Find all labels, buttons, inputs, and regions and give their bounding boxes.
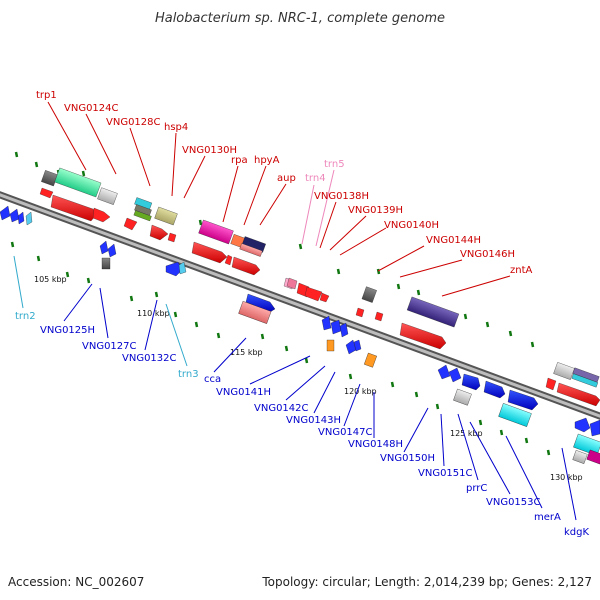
gene-label-trp1: trp1 <box>36 90 57 101</box>
gene-label-trn4: trn4 <box>305 173 326 184</box>
gene-label-trn5: trn5 <box>324 159 345 170</box>
gene-label-trn3: trn3 <box>178 369 199 380</box>
gene-label-vng0142c: VNG0142C <box>254 403 309 414</box>
genome-summary-text: Topology: circular; Length: 2,014,239 bp… <box>261 575 592 589</box>
gene-label-rpa: rpa <box>231 155 248 166</box>
gene-label-vng0138h: VNG0138H <box>314 191 369 202</box>
top-gene-labels: trp1 VNG0124C VNG0128C hsp4 VNG0130H rpa… <box>36 90 533 276</box>
gene-label-mera: merA <box>534 512 561 523</box>
gene-label-vng0125h: VNG0125H <box>40 325 95 336</box>
gene-label-vng0127c: VNG0127C <box>82 341 137 352</box>
gene-label-vng0140h: VNG0140H <box>384 220 439 231</box>
gene-label-znta: zntA <box>510 265 533 276</box>
inner-tick-track <box>10 241 551 456</box>
gene-label-vng0130h: VNG0130H <box>182 145 237 156</box>
gene-label-vng0128c: VNG0128C <box>106 117 161 128</box>
forward-strand-features <box>39 167 600 407</box>
gene-label-vng0150h: VNG0150H <box>380 453 435 464</box>
gene-label-prrc: prrC <box>466 483 487 494</box>
gene-label-vng0139h: VNG0139H <box>348 205 403 216</box>
ruler-label-120: 120 kbp <box>344 387 377 396</box>
gene-label-vng0141h: VNG0141H <box>216 387 271 398</box>
bottom-gene-labels: trn2 VNG0125H VNG0127C VNG0132C trn3 cca… <box>15 311 589 538</box>
ruler-label-115: 115 kbp <box>230 348 263 357</box>
reverse-strand-features <box>0 205 600 465</box>
gene-label-vng0146h: VNG0146H <box>460 249 515 260</box>
gene-label-vng0143h: VNG0143H <box>286 415 341 426</box>
gene-label-kdgk: kdgK <box>564 527 589 538</box>
gene-label-cca: cca <box>204 374 221 385</box>
ruler-label-105: 105 kbp <box>34 275 67 284</box>
gene-label-vng0151c: VNG0151C <box>418 468 473 479</box>
gene-label-hpya: hpyA <box>254 155 280 166</box>
gene-label-vng0124c: VNG0124C <box>64 103 119 114</box>
gene-label-vng0148h: VNG0148H <box>348 439 403 450</box>
gene-label-aup: aup <box>277 173 296 184</box>
ruler-label-130: 130 kbp <box>550 473 583 482</box>
accession-text: Accession: NC_002607 <box>8 575 144 589</box>
ruler-label-125: 125 kbp <box>450 429 483 438</box>
gene-label-hsp4: hsp4 <box>164 122 188 133</box>
gene-label-vng0132c: VNG0132C <box>122 353 177 364</box>
top-leader-lines <box>47 101 511 297</box>
gene-label-trn2: trn2 <box>15 311 36 322</box>
gene-label-vng0147c: VNG0147C <box>318 427 373 438</box>
genome-backbone <box>0 191 600 420</box>
gene-label-vng0144h: VNG0144H <box>426 235 481 246</box>
bottom-leader-lines <box>13 255 577 521</box>
map-title: Halobacterium sp. NRC-1, complete genome <box>155 11 445 26</box>
gene-label-vng0153c: VNG0153C <box>486 497 541 508</box>
